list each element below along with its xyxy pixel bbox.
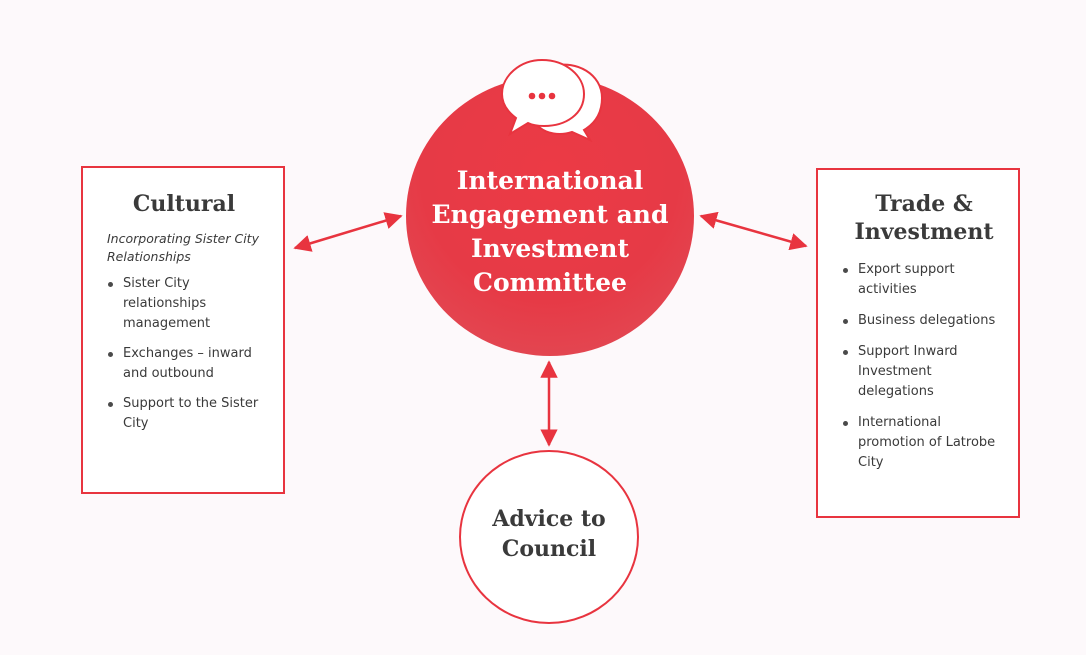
trade-list: Export support activities Business deleg… — [842, 260, 1006, 473]
list-item: Business delegations — [842, 311, 1006, 331]
list-item: Sister City relationships management — [107, 274, 269, 334]
advice-title: Advice to Council — [492, 506, 606, 562]
cultural-list: Sister City relationships management Exc… — [107, 274, 269, 434]
committee-title: International Engagement and Investment … — [431, 166, 669, 297]
list-item: International promotion of Latrobe City — [842, 413, 1006, 473]
list-item: Support Inward Investment delegations — [842, 342, 1006, 402]
list-item: Export support activities — [842, 260, 1006, 300]
arrow-committee-trade — [699, 211, 808, 251]
cultural-box: Cultural Incorporating Sister City Relat… — [81, 166, 285, 494]
speech-bubbles-icon — [500, 58, 604, 142]
trade-investment-box: Trade & Investment Export support activi… — [816, 168, 1020, 518]
cultural-subtitle: Incorporating Sister City Relationships — [107, 231, 259, 264]
list-item: Support to the Sister City — [107, 394, 269, 434]
cultural-title: Cultural — [132, 191, 236, 217]
trade-title: Trade & Investment — [854, 191, 994, 245]
arrow-cultural-committee — [293, 212, 403, 252]
advice-circle: Advice to Council — [459, 450, 639, 624]
list-item: Exchanges – inward and outbound — [107, 344, 269, 384]
